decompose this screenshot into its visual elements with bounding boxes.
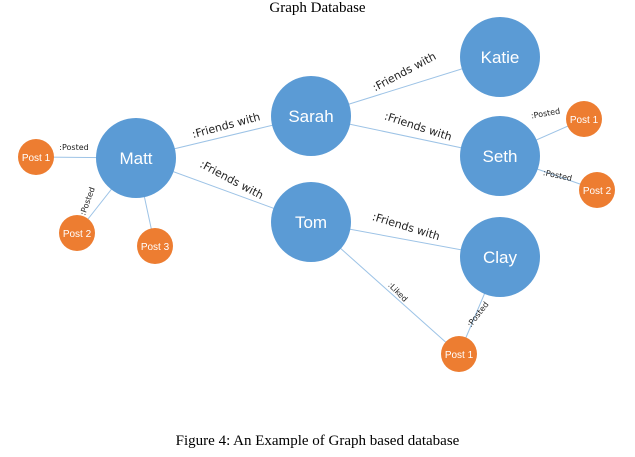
figure-caption: Figure 4: An Example of Graph based data… bbox=[175, 433, 460, 449]
node-label: Matt bbox=[119, 149, 152, 168]
person-node-circle bbox=[96, 118, 176, 198]
node-seth-post1: Post 1 bbox=[566, 101, 602, 137]
node-label: Post 2 bbox=[63, 229, 92, 240]
post-node-circle bbox=[579, 172, 615, 208]
person-node-circle bbox=[271, 76, 351, 156]
edge-label-clay-clay_post1: :Posted bbox=[465, 300, 490, 329]
person-node-circle bbox=[271, 182, 351, 262]
node-label: Sarah bbox=[288, 107, 333, 126]
node-sarah: Sarah bbox=[271, 76, 351, 156]
post-node-circle bbox=[566, 101, 602, 137]
diagram-title: Graph Database bbox=[269, 0, 366, 16]
node-matt-post1: Post 1 bbox=[18, 139, 54, 175]
edge-label-matt-matt_post1: :Posted bbox=[59, 143, 88, 152]
node-clay-post1: Post 1 bbox=[441, 336, 477, 372]
person-node-circle bbox=[460, 116, 540, 196]
node-matt: Matt bbox=[96, 118, 176, 198]
node-label: Post 2 bbox=[583, 186, 612, 197]
node-label: Post 3 bbox=[141, 242, 170, 253]
node-seth-post2: Post 2 bbox=[579, 172, 615, 208]
node-label: Clay bbox=[483, 248, 518, 267]
post-node-circle bbox=[59, 215, 95, 251]
node-tom: Tom bbox=[271, 182, 351, 262]
node-label: Post 1 bbox=[22, 153, 51, 164]
node-label: Tom bbox=[295, 213, 327, 232]
edge-label-seth-seth_post1: :Posted bbox=[530, 107, 561, 121]
edge-label-matt-tom: :Friends with bbox=[198, 158, 266, 202]
post-node-circle bbox=[441, 336, 477, 372]
node-label: Katie bbox=[481, 48, 520, 67]
post-node-circle bbox=[137, 228, 173, 264]
node-seth: Seth bbox=[460, 116, 540, 196]
edge-label-sarah-katie: :Friends with bbox=[370, 50, 438, 94]
post-node-circle bbox=[18, 139, 54, 175]
edge-label-tom-clay: :Friends with bbox=[371, 210, 442, 243]
person-node-circle bbox=[460, 17, 540, 97]
person-node-circle bbox=[460, 217, 540, 297]
node-label: Seth bbox=[483, 147, 518, 166]
node-clay: Clay bbox=[460, 217, 540, 297]
node-label: Post 1 bbox=[570, 115, 599, 126]
node-label: Post 1 bbox=[445, 350, 474, 361]
node-katie: Katie bbox=[460, 17, 540, 97]
edge-label-seth-seth_post2: :Posted bbox=[542, 168, 573, 183]
node-matt-post3: Post 3 bbox=[137, 228, 173, 264]
node-matt-post2: Post 2 bbox=[59, 215, 95, 251]
